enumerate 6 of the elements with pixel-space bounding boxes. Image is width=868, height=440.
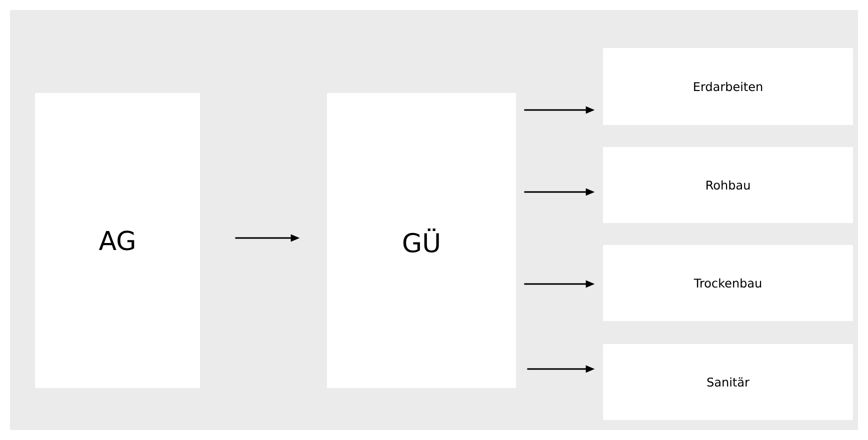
trade-box: Trockenbau: [603, 245, 853, 321]
trade-box: Erdarbeiten: [603, 48, 853, 125]
trade-box: Rohbau: [603, 147, 853, 223]
trade-box: Sanitär: [603, 344, 853, 420]
process-box: GÜ: [327, 93, 516, 388]
process-box: AG: [35, 93, 200, 388]
